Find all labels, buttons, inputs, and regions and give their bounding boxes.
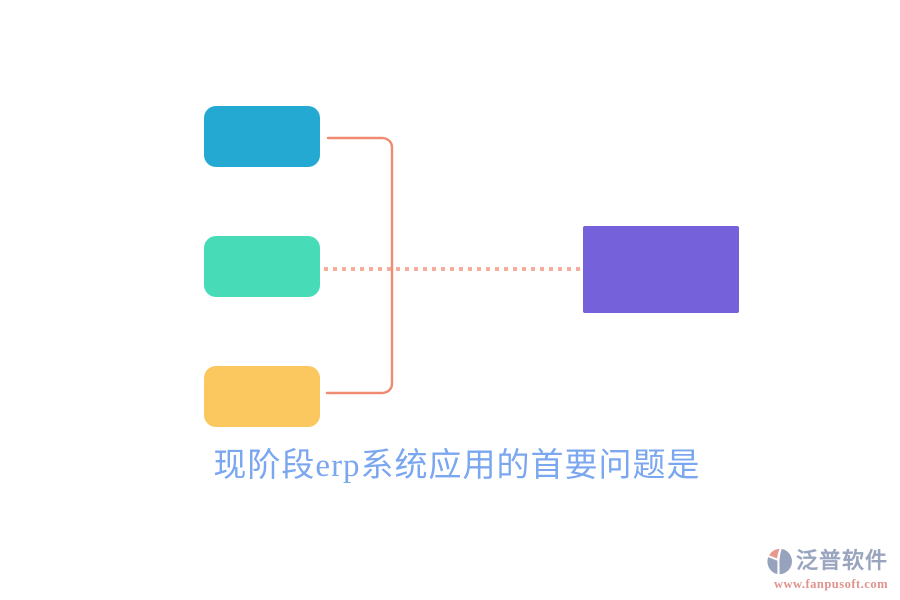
watermark: 泛普软件 www.fanpusoft.com: [766, 547, 888, 592]
bracket-connector: [325, 136, 394, 395]
option-box-top: [204, 106, 320, 167]
option-box-middle: [204, 236, 320, 297]
result-box: [583, 226, 739, 313]
watermark-brand-text: 泛普软件: [795, 548, 888, 574]
option-box-bottom: [204, 366, 320, 427]
question-title: 现阶段erp系统应用的首要问题是: [213, 448, 701, 484]
fanpu-pinwheel-logo-icon: [767, 548, 792, 575]
watermark-url-text: www.fanpusoft.com: [773, 577, 888, 591]
watermark-brand-row: 泛普软件: [766, 547, 888, 576]
